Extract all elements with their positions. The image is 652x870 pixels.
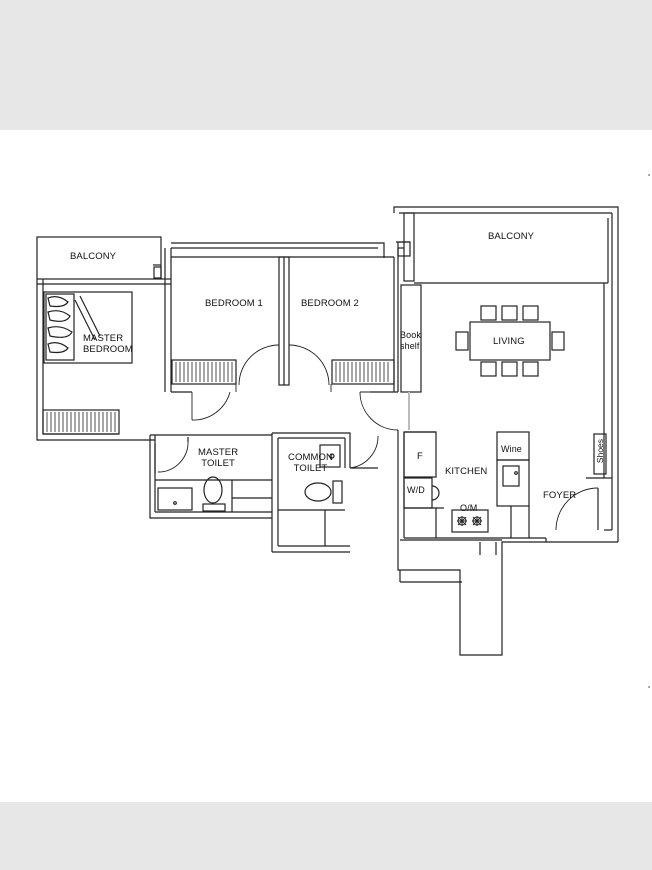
label-bookshelf-line2: shelf xyxy=(400,341,420,351)
label-master-bedroom: MASTER BEDROOM xyxy=(83,333,133,355)
foyer xyxy=(545,433,612,542)
label-bedroom1: BEDROOM 1 xyxy=(205,298,263,309)
label-washer-dryer: W/D xyxy=(407,485,425,495)
label-master-toilet-line1: MASTER xyxy=(198,447,239,458)
living-walls xyxy=(393,206,619,542)
label-foyer: FOYER xyxy=(543,490,577,501)
corridor-doors xyxy=(191,391,399,431)
balcony-left xyxy=(36,236,162,280)
label-common-toilet-line2: TOILET xyxy=(293,463,328,474)
label-common-toilet-line1: COMMON xyxy=(288,452,333,463)
label-balcony-left: BALCONY xyxy=(70,251,117,262)
label-master-bedroom-line1: MASTER xyxy=(83,333,124,344)
label-living: LIVING xyxy=(493,336,525,347)
master-bed xyxy=(43,291,133,364)
label-kitchen: KITCHEN xyxy=(445,466,488,477)
label-bookshelf-line1: Book xyxy=(400,330,421,340)
dining-table xyxy=(455,305,565,377)
label-bookshelf: Book shelf xyxy=(400,330,421,352)
margin-marks xyxy=(648,174,650,688)
label-oven-microwave: O/M xyxy=(460,503,478,513)
kitchen xyxy=(397,430,618,656)
master-toilet xyxy=(149,434,272,519)
living-marks xyxy=(396,241,411,257)
label-wine: Wine xyxy=(501,444,522,454)
label-master-toilet-line2: TOILET xyxy=(201,458,235,469)
bedroom1-wardrobe xyxy=(171,359,237,385)
master-wardrobe xyxy=(42,409,120,435)
label-master-toilet: MASTER TOILET xyxy=(198,447,238,469)
label-balcony-right: BALCONY xyxy=(488,231,535,242)
common-toilet xyxy=(271,432,379,553)
bedroom-doors xyxy=(235,344,332,392)
bedroom2-wardrobe xyxy=(331,359,395,385)
label-master-bedroom-line2: BEDROOM xyxy=(83,344,133,355)
label-bedroom2: BEDROOM 2 xyxy=(301,298,359,309)
label-common-toilet: COMMON TOILET xyxy=(288,452,333,474)
label-shoes: Shoes xyxy=(595,438,605,464)
label-fridge: F xyxy=(417,451,423,462)
drawing-sheet xyxy=(0,130,652,802)
